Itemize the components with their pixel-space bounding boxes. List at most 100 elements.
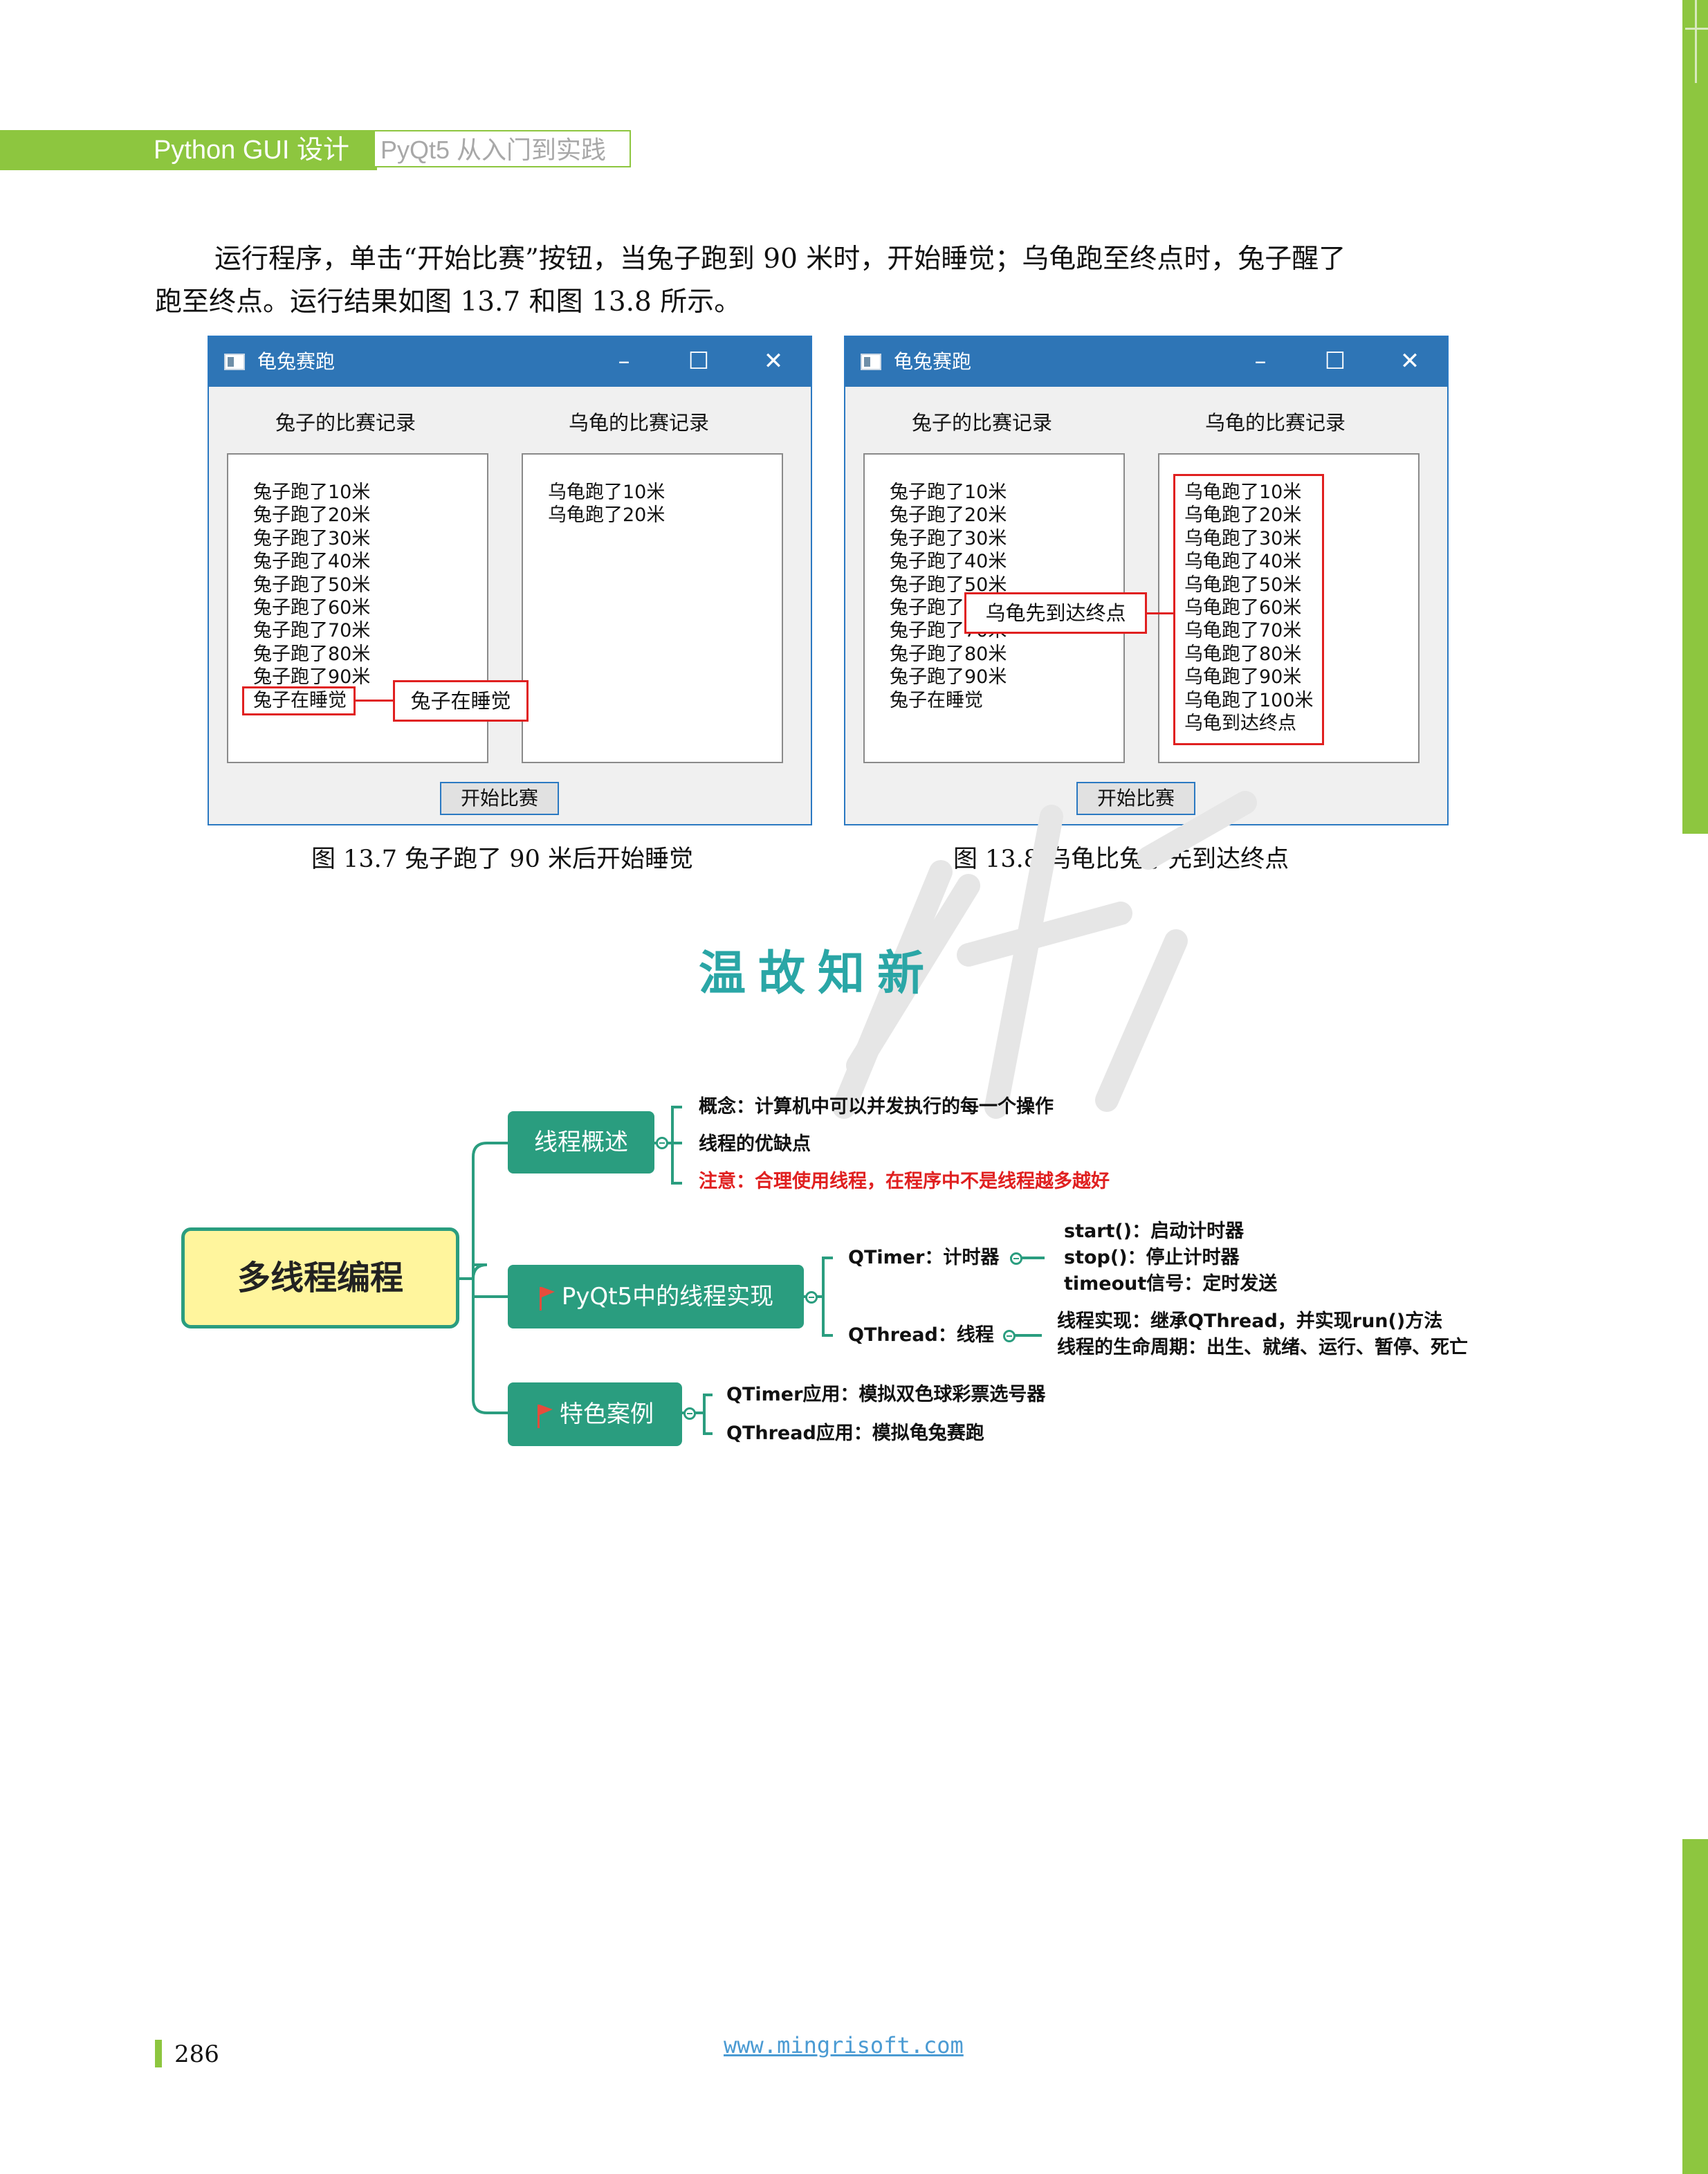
callout-rabbit-sleeping: 兔子在睡觉 xyxy=(393,680,529,722)
leaf-pros-cons: 线程的优缺点 xyxy=(699,1133,811,1155)
rabbit-log-lines: 兔子跑了10米 兔子跑了20米 兔子跑了30米 兔子跑了40米 兔子跑了50米 … xyxy=(253,481,370,712)
minimize-icon[interactable]: – xyxy=(1254,347,1267,375)
node-label: 特色案例 xyxy=(560,1400,654,1428)
list-item: 兔子跑了50米 xyxy=(253,574,371,596)
start-race-button[interactable]: 开始比赛 xyxy=(440,782,559,815)
mindmap-node-thread-overview: 线程概述 xyxy=(508,1111,654,1173)
list-item: 兔子跑了60米 xyxy=(253,596,371,619)
window-title: 龟兔赛跑 xyxy=(257,350,336,373)
side-bar-bottom xyxy=(1682,1839,1708,2174)
list-item: 兔子跑了40米 xyxy=(253,551,371,573)
rabbit-record-label: 兔子的比赛记录 xyxy=(912,411,1053,435)
list-item: 兔子跑了50米 xyxy=(890,574,1007,596)
list-item: 兔子跑了80米 xyxy=(253,643,371,665)
book-title: Python GUI 设计 xyxy=(154,136,349,165)
collapse-toggle-icon[interactable] xyxy=(805,1291,818,1304)
maximize-icon[interactable]: ☐ xyxy=(688,347,710,375)
window-fig-13-8: 龟兔赛跑 – ☐ ✕ 兔子的比赛记录 乌龟的比赛记录 兔子跑了10米 兔子跑了2… xyxy=(844,336,1449,825)
leaf-concept: 概念：计算机中可以并发执行的每一个操作 xyxy=(699,1096,1054,1117)
turtle-log-lines: 乌龟跑了10米 乌龟跑了20米 乌龟跑了30米 乌龟跑了40米 乌龟跑了50米 … xyxy=(1184,481,1314,735)
highlight-box xyxy=(1173,474,1324,745)
title-bar: 龟兔赛跑 – ☐ ✕ xyxy=(845,337,1447,387)
app-icon xyxy=(224,354,245,370)
paragraph-line-1: 运行程序，单击“开始比赛”按钮，当兔子跑到 90 米时，开始睡觉；乌龟跑至终点时… xyxy=(214,244,1346,275)
list-item: 乌龟跑了80米 xyxy=(1184,643,1302,665)
list-item: 兔子跑了30米 xyxy=(253,527,371,549)
leaf-note: 注意：合理使用线程，在程序中不是线程越多越好 xyxy=(699,1171,1110,1192)
list-item: 兔子跑了40米 xyxy=(890,551,1007,573)
list-item: 兔子跑了80米 xyxy=(890,643,1007,665)
turtle-record-label: 乌龟的比赛记录 xyxy=(1205,411,1346,435)
leaf-lifecycle: 线程的生命周期：出生、就绪、运行、暂停、死亡 xyxy=(1057,1337,1468,1358)
close-icon[interactable]: ✕ xyxy=(1399,347,1420,375)
page-number-marker xyxy=(155,2040,162,2067)
app-icon xyxy=(861,354,881,370)
flag-icon xyxy=(539,1286,555,1310)
turtle-record-list[interactable]: 乌龟跑了10米 乌龟跑了20米 xyxy=(522,453,783,763)
rabbit-record-label: 兔子的比赛记录 xyxy=(275,411,416,435)
list-item: 兔子在睡觉 xyxy=(253,689,347,711)
list-item: 乌龟跑了60米 xyxy=(1184,596,1302,619)
mindmap-node-featured-cases: 特色案例 xyxy=(508,1382,682,1446)
collapse-toggle-icon[interactable] xyxy=(1003,1330,1016,1342)
list-item: 乌龟跑了90米 xyxy=(1184,666,1302,688)
paragraph-line-2: 跑至终点。运行结果如图 13.7 和图 13.8 所示。 xyxy=(155,286,742,318)
list-item: 乌龟跑了40米 xyxy=(1184,551,1302,573)
figure-caption-13-8: 图 13.8 乌龟比兔子先到达终点 xyxy=(953,846,1289,873)
collapse-toggle-icon[interactable] xyxy=(656,1137,668,1149)
list-item: 乌龟跑了30米 xyxy=(1184,527,1302,549)
mindmap-node-pyqt5-threads: PyQt5中的线程实现 xyxy=(508,1265,804,1328)
website-link[interactable]: www.mingrisoft.com xyxy=(724,2032,964,2058)
leaf-qthread-app: QThread应用：模拟龟兔赛跑 xyxy=(726,1423,984,1444)
leaf-stop: stop()：停止计时器 xyxy=(1064,1247,1240,1268)
collapse-toggle-icon[interactable] xyxy=(683,1407,696,1420)
review-section-title: 温故知新 xyxy=(699,947,937,1001)
close-icon[interactable]: ✕ xyxy=(763,347,784,375)
list-item: 兔子跑了30米 xyxy=(890,527,1007,549)
header-band xyxy=(0,130,377,170)
qtimer-node: QTimer：计时器 xyxy=(848,1247,1000,1268)
flag-icon xyxy=(538,1404,553,1428)
list-item: 乌龟跑了20米 xyxy=(548,504,665,527)
list-item: 兔子跑了70米 xyxy=(253,620,371,642)
figure-caption-13-7: 图 13.7 兔子跑了 90 米后开始睡觉 xyxy=(311,846,693,873)
list-item: 兔子在睡觉 xyxy=(890,689,983,711)
list-item: 乌龟跑了20米 xyxy=(1184,504,1302,527)
turtle-record-label: 乌龟的比赛记录 xyxy=(569,411,710,435)
start-race-button[interactable]: 开始比赛 xyxy=(1076,782,1195,815)
list-item: 兔子跑了10米 xyxy=(253,482,371,503)
list-item: 兔子跑了20米 xyxy=(253,504,371,527)
watermark-graphic xyxy=(832,791,1257,1119)
collapse-toggle-icon[interactable] xyxy=(1010,1252,1022,1265)
list-item: 兔子跑了20米 xyxy=(890,504,1007,527)
list-item: 乌龟到达终点 xyxy=(1184,712,1296,734)
mindmap-connectors xyxy=(459,1106,1045,1435)
rabbit-log-lines: 兔子跑了10米 兔子跑了20米 兔子跑了30米 兔子跑了40米 兔子跑了50米 … xyxy=(890,481,1007,712)
deco-line xyxy=(1695,0,1697,83)
maximize-icon[interactable]: ☐ xyxy=(1324,347,1346,375)
highlight-box xyxy=(242,686,356,715)
callout-line xyxy=(356,700,394,702)
leaf-thread-impl: 线程实现：继承QThread，并实现run()方法 xyxy=(1057,1310,1443,1332)
list-item: 乌龟跑了10米 xyxy=(1184,482,1302,503)
window-title: 龟兔赛跑 xyxy=(894,350,972,373)
leaf-timeout: timeout信号：定时发送 xyxy=(1064,1273,1278,1295)
mindmap-root-node: 多线程编程 xyxy=(181,1227,459,1328)
list-item: 乌龟跑了50米 xyxy=(1184,574,1302,596)
qthread-node: QThread：线程 xyxy=(848,1324,994,1346)
list-item: 乌龟跑了10米 xyxy=(548,482,665,503)
list-item: 兔子跑了90米 xyxy=(890,666,1007,688)
callout-turtle-finished: 乌龟先到达终点 xyxy=(964,592,1147,634)
window-fig-13-7: 龟兔赛跑 – ☐ ✕ 兔子的比赛记录 乌龟的比赛记录 兔子跑了10米 兔子跑了2… xyxy=(208,336,812,825)
title-bar: 龟兔赛跑 – ☐ ✕ xyxy=(209,337,811,387)
list-item: 兔子跑了90米 xyxy=(253,666,371,688)
list-item: 兔子跑了10米 xyxy=(890,482,1007,503)
leaf-start: start()：启动计时器 xyxy=(1064,1221,1245,1242)
turtle-log-lines: 乌龟跑了10米 乌龟跑了20米 xyxy=(548,481,665,527)
turtle-record-list[interactable]: 乌龟跑了10米 乌龟跑了20米 乌龟跑了30米 乌龟跑了40米 乌龟跑了50米 … xyxy=(1158,453,1420,763)
list-item: 乌龟跑了70米 xyxy=(1184,620,1302,642)
book-subtitle: PyQt5 从入门到实践 xyxy=(374,130,631,167)
callout-line xyxy=(1146,612,1175,614)
node-label: PyQt5中的线程实现 xyxy=(561,1283,774,1310)
minimize-icon[interactable]: – xyxy=(618,347,630,375)
